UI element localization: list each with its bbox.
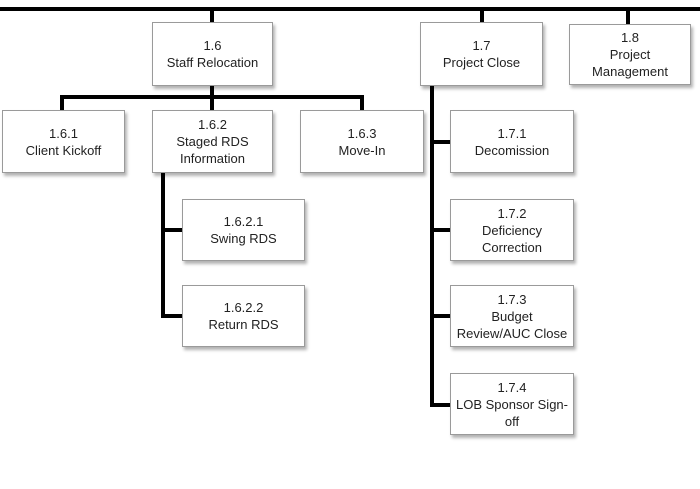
node-id: 1.6.2.2 — [223, 300, 264, 315]
node-1-6-1: 1.6.1 Client Kickoff — [2, 110, 125, 173]
node-1-8: 1.8 Project Management — [569, 24, 691, 85]
node-1-6-3: 1.6.3 Move-In — [300, 110, 424, 173]
node-label: Client Kickoff — [25, 142, 102, 158]
node-label: Swing RDS — [210, 231, 277, 246]
node-id: 1.8 — [620, 30, 640, 45]
node-id: 1.6.2 — [198, 117, 227, 132]
node-1-6-2: 1.6.2 Staged RDS Information — [152, 110, 273, 173]
node-id: 1.6.3 — [347, 125, 377, 141]
node-1-7-3: 1.7.3 Budget Review/AUC Close — [450, 285, 574, 347]
node-label: Staff Relocation — [166, 55, 259, 70]
node-1-7-1: 1.7.1 Decomission — [450, 110, 574, 173]
node-id: 1.6 — [203, 38, 222, 53]
node-1-7-2: 1.7.2 Deficiency Correction — [450, 199, 574, 261]
node-label: Move-In — [338, 142, 386, 158]
node-1-7: 1.7 Project Close — [420, 22, 543, 86]
node-id: 1.7.4 — [497, 379, 527, 395]
node-id: 1.6.1 — [49, 125, 78, 141]
node-id: 1.7.3 — [497, 291, 527, 307]
node-id: 1.7.1 — [497, 125, 527, 141]
node-label: Return RDS — [208, 317, 279, 332]
node-label: Project Close — [442, 55, 521, 70]
node-id: 1.7.2 — [497, 205, 527, 221]
node-label: Decomission — [474, 142, 550, 158]
node-1-7-4: 1.7.4 LOB Sponsor Sign-off — [450, 373, 574, 435]
node-id: 1.6.2.1 — [223, 214, 264, 229]
node-id: 1.7 — [472, 38, 491, 53]
node-1-6-2-2: 1.6.2.2 Return RDS — [182, 285, 305, 347]
node-label: Budget Review/AUC Close — [456, 308, 568, 341]
node-label: Project Management — [592, 47, 668, 79]
node-label: Staged RDS Information — [176, 134, 249, 166]
node-1-6-2-1: 1.6.2.1 Swing RDS — [182, 199, 305, 261]
node-1-6: 1.6 Staff Relocation — [152, 22, 273, 86]
node-label: LOB Sponsor Sign-off — [455, 396, 568, 429]
node-label: Deficiency Correction — [482, 222, 542, 255]
